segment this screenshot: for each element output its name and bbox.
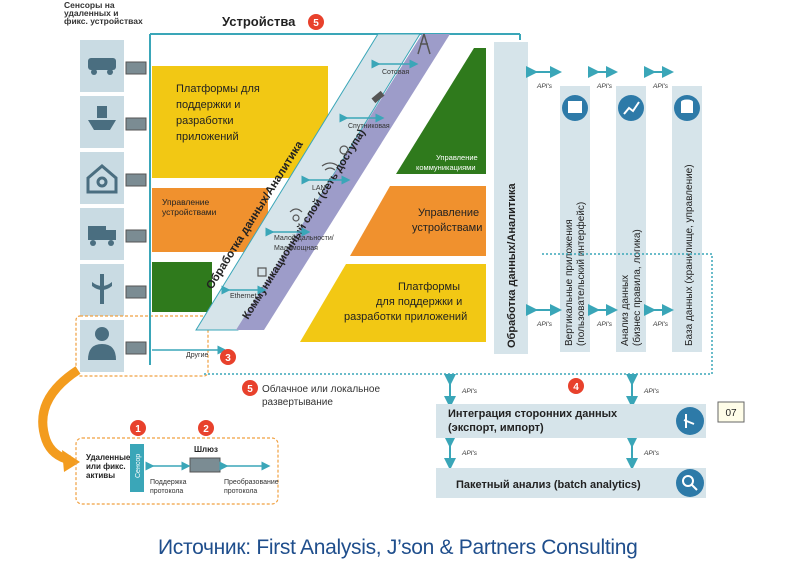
comm-mgmt-right-label: Управление коммуникациями — [416, 153, 480, 172]
marker-5-top — [308, 14, 324, 30]
vertical-apps-panel — [560, 86, 590, 352]
svg-text:API's: API's — [461, 450, 478, 457]
marker-1-label: 1 — [135, 424, 141, 435]
marker-5-bottom — [242, 380, 258, 396]
api-labels-top: API's API's API's API's API's API's — [536, 83, 669, 328]
sensor-strip — [130, 444, 144, 492]
person-highlight — [75, 315, 209, 377]
data-analysis-label: Анализ данных (бизнес правила, логика) — [620, 229, 643, 346]
cloud-note: Облачное или локальное развертывание — [262, 383, 383, 408]
marker-5-bottom-label: 5 — [247, 384, 253, 395]
gateway-label: Шлюз — [194, 445, 218, 454]
svg-text:API's: API's — [596, 321, 613, 328]
page-badge-label: 07 — [725, 408, 737, 419]
sensors-title: Сенсоры на удаленных и фикс. устройствах — [64, 0, 143, 26]
api-arrows-top — [526, 66, 674, 316]
comm-mgmt-left-block — [152, 262, 212, 312]
data-analysis-panel — [616, 86, 646, 352]
svg-text:API's: API's — [536, 83, 553, 90]
antenna-icon — [417, 33, 431, 55]
ship-icon — [88, 106, 116, 130]
analytics-right-panel — [494, 42, 528, 354]
svg-text:API's: API's — [652, 83, 669, 90]
truck-icon — [88, 226, 116, 246]
sensor-strip-label: Сенсор — [135, 454, 142, 478]
database-label: База данных (хранилище, управление) — [684, 164, 695, 346]
touch-icon — [676, 407, 704, 435]
sensor-devices — [125, 61, 147, 355]
integration-box — [436, 404, 706, 438]
marker-2-label: 2 — [203, 424, 209, 435]
device-mgmt-right-block — [350, 186, 486, 256]
api-labels-vertical: API's API's API's API's — [461, 388, 660, 457]
marker-4 — [568, 378, 584, 394]
tablet-icon — [562, 95, 588, 121]
batch-label: Пакетный анализ (batch analytics) — [456, 479, 641, 491]
chart-icon — [618, 95, 644, 121]
svg-text:API's: API's — [536, 321, 553, 328]
medical-icon — [92, 274, 112, 304]
page-badge — [717, 401, 745, 423]
batch-box — [436, 468, 706, 498]
marker-1 — [130, 420, 146, 436]
platforms-left-block — [152, 66, 328, 178]
device-mgmt-left-label: Управление устройствами — [162, 197, 217, 217]
api-arrows-vertical — [444, 374, 638, 470]
network-labels: Сотовая Спутниковая LAN Малой дальности/… — [186, 69, 409, 359]
svg-text:Малой дальности/: Малой дальности/ — [274, 234, 334, 242]
house-gear-icon — [86, 164, 118, 194]
database-panel — [672, 86, 702, 352]
sensor-icon — [257, 208, 303, 277]
comm-mgmt-right-block — [396, 48, 486, 174]
marker-3-label: 3 — [225, 353, 231, 364]
marker-4-label: 4 — [573, 382, 579, 393]
svg-text:LAN: LAN — [312, 185, 326, 192]
network-arrows — [152, 59, 419, 355]
svg-text:Спутниковая: Спутниковая — [348, 123, 390, 130]
device-mgmt-right-label: Управление устройствами — [412, 207, 482, 234]
integration-label: Интеграция сторонних данных (экспорт, им… — [448, 408, 620, 434]
car-icon — [88, 58, 116, 75]
cloud-boundary — [204, 253, 713, 375]
support-protocol-label: Поддержка протокола — [150, 479, 188, 495]
platforms-left-label: Платформы для поддержки и разработки при… — [176, 83, 263, 143]
platforms-right-block — [300, 264, 486, 342]
platforms-right-label: Платформы для поддержки и разработки при… — [344, 281, 467, 323]
device-mgmt-left-block — [152, 188, 268, 252]
svg-text:API's: API's — [596, 83, 613, 90]
svg-text:Другие: Другие — [186, 352, 209, 359]
vertical-apps-label: Вертикальные приложения (пользовательски… — [564, 202, 587, 346]
svg-text:API's: API's — [652, 321, 669, 328]
marker-5-top-label: 5 — [313, 18, 319, 29]
svg-text:Ethernet: Ethernet — [230, 293, 257, 300]
magnifier-icon — [676, 469, 704, 497]
database-icon — [674, 95, 700, 121]
marker-2 — [198, 420, 214, 436]
svg-text:API's: API's — [643, 388, 660, 395]
svg-text:Маломощная: Маломощная — [274, 245, 318, 252]
marker-3 — [220, 349, 236, 365]
convert-protocol-label: Преобразование протокола — [224, 478, 281, 495]
gateway-device — [189, 457, 221, 473]
gateway-detail-box — [75, 437, 279, 505]
svg-text:API's: API's — [461, 388, 478, 395]
devices-title: Устройства — [222, 14, 296, 29]
sensor-tiles — [80, 40, 124, 372]
source-caption: Источник: First Analysis, J’son & Partne… — [158, 536, 638, 559]
curved-orange-arrow — [38, 366, 81, 465]
svg-text:API's: API's — [643, 450, 660, 457]
svg-text:Сотовая: Сотовая — [382, 69, 409, 76]
wifi-icon — [321, 145, 349, 171]
satellite-icon — [371, 90, 385, 104]
remote-assets-label: Удаленные или фикс. активы — [86, 453, 133, 480]
analytics-right-label: Обработка данных/Аналитика — [506, 182, 518, 348]
person-icon — [88, 327, 116, 360]
